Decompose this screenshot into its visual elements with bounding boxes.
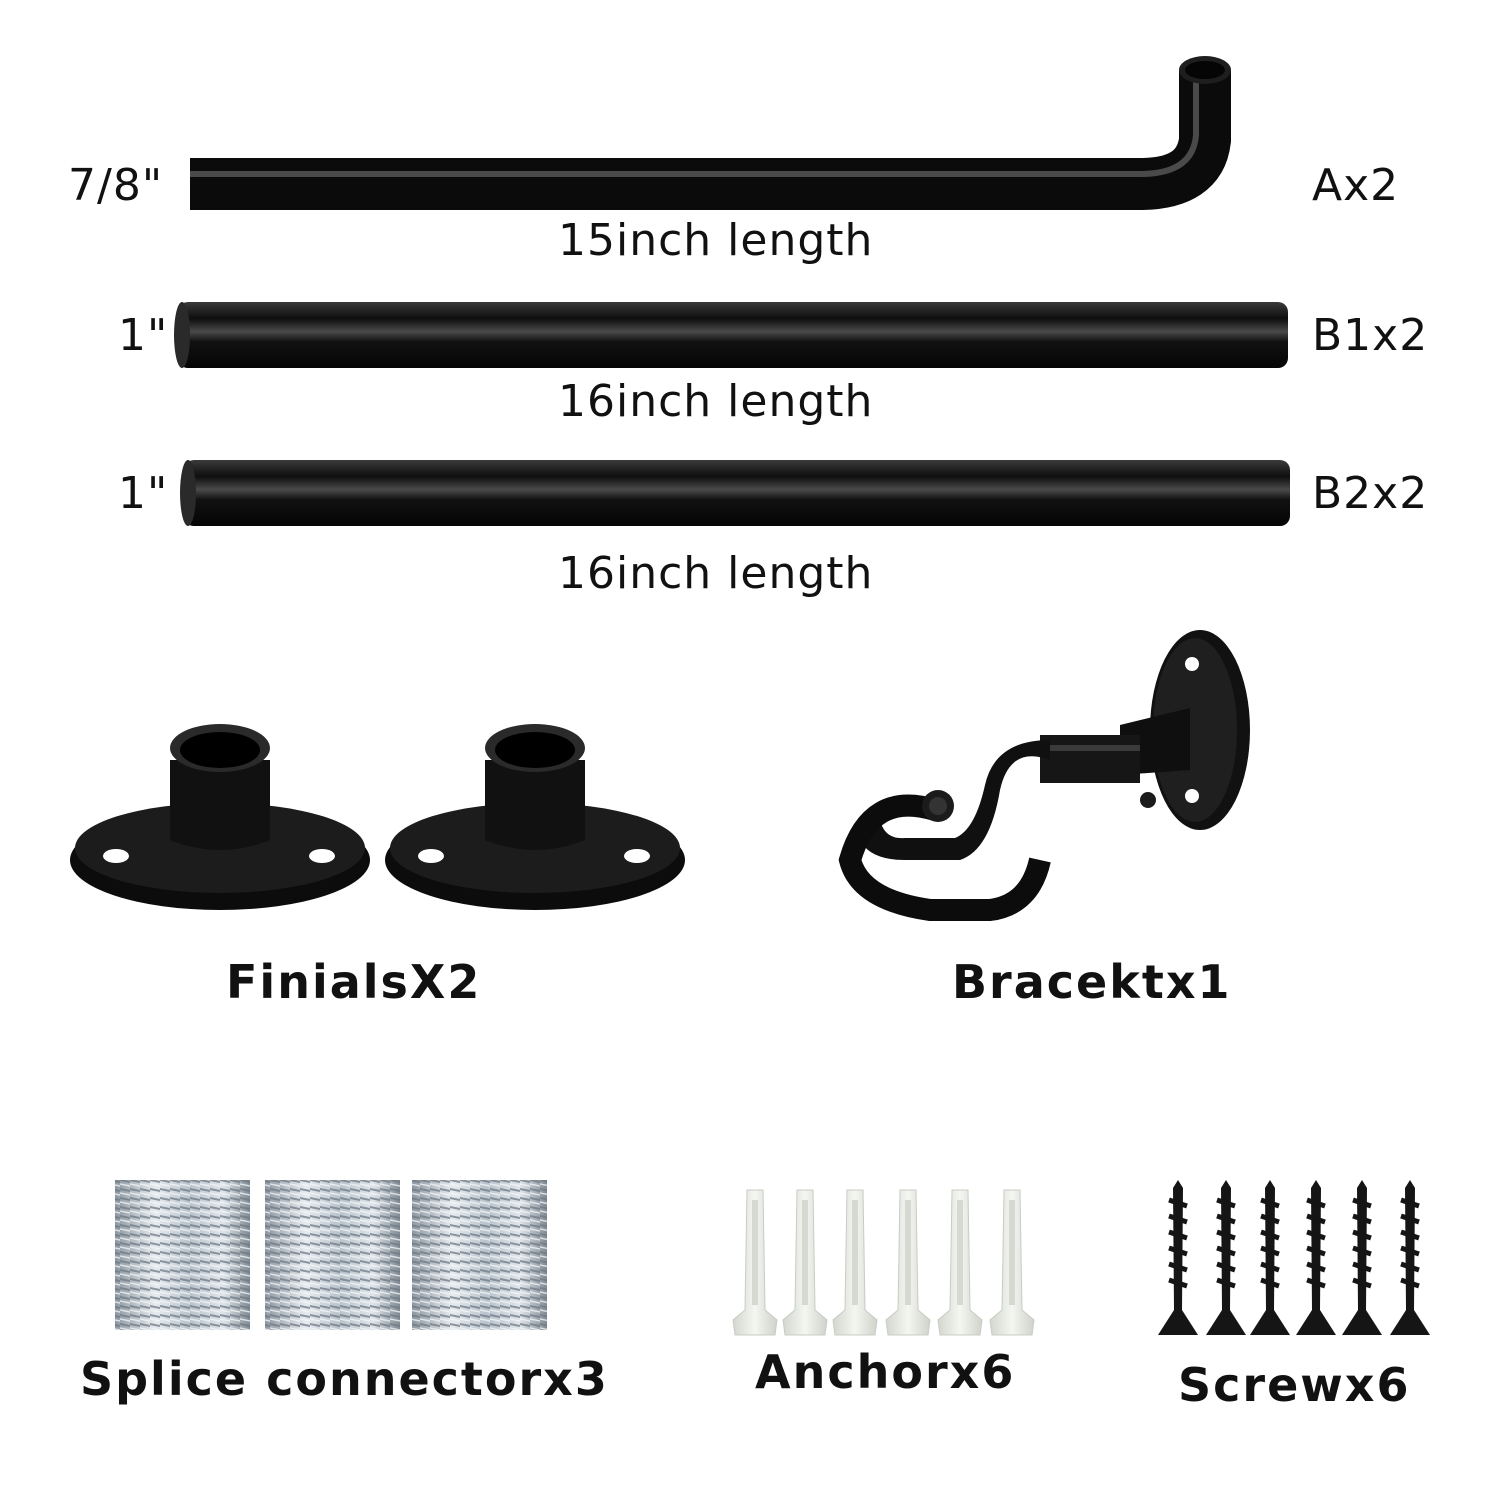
anchor-caption: Anchorx6: [755, 1345, 1016, 1399]
splice-connector-caption: Splice connectorx3: [80, 1352, 609, 1406]
finial-1: [70, 724, 370, 910]
screws: [1158, 1180, 1430, 1335]
finials-caption: FinialsX2: [226, 955, 482, 1009]
splice-connector-2: [265, 1180, 400, 1330]
bracket-caption: Bracektx1: [952, 955, 1232, 1009]
rod-b2: [180, 460, 1290, 526]
finial-2: [385, 724, 685, 910]
splice-connector-3: [412, 1180, 547, 1330]
screw-caption: Screwx6: [1178, 1358, 1411, 1412]
rod-a-length: 15inch length: [558, 215, 874, 266]
anchors: [732, 1189, 1035, 1336]
rod-b1: [174, 302, 1288, 368]
rod-b1-length: 16inch length: [558, 376, 874, 427]
rod-a: [190, 56, 1231, 210]
rod-b1-diameter: 1": [118, 310, 169, 361]
rod-a-part: Ax2: [1312, 160, 1400, 211]
bracket: [838, 630, 1250, 921]
splice-connector-1: [115, 1180, 250, 1330]
rod-b2-part: B2x2: [1312, 468, 1429, 519]
rod-b2-length: 16inch length: [558, 548, 874, 599]
rod-b2-diameter: 1": [118, 468, 169, 519]
rod-a-diameter: 7/8": [68, 160, 164, 211]
rod-b1-part: B1x2: [1312, 310, 1429, 361]
